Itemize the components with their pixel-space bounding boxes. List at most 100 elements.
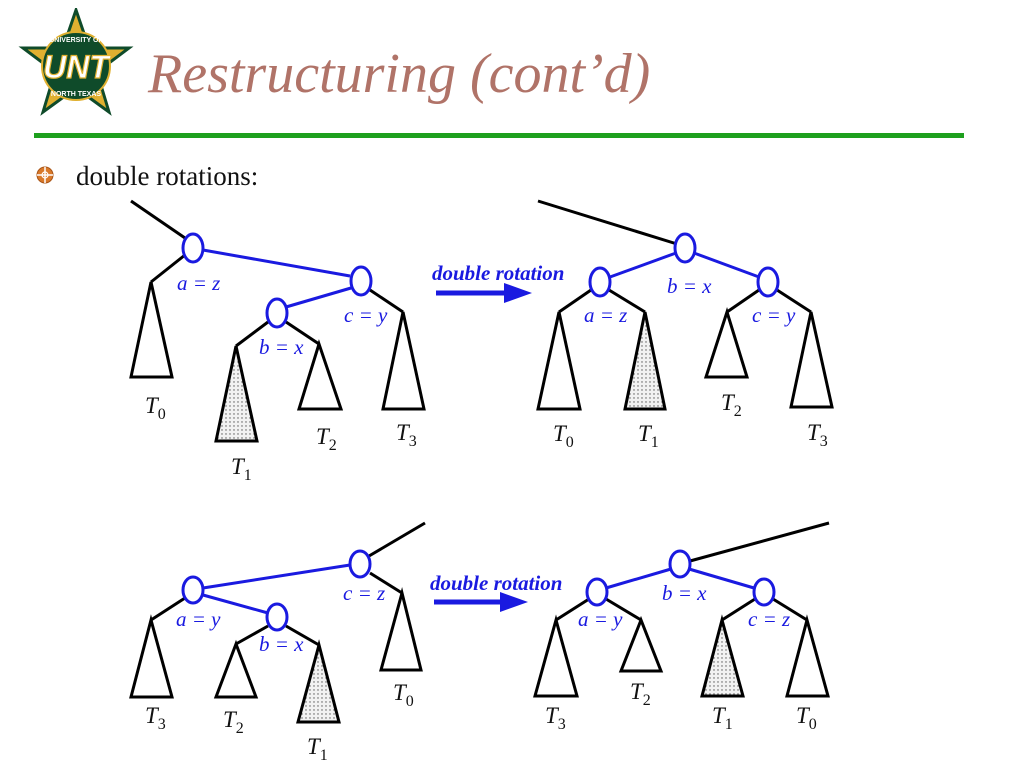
edge-b-a	[609, 251, 677, 279]
label-c: c = z	[748, 607, 790, 631]
diagram2-before: c = z a = y b = x T3 T2 T1 T0	[129, 521, 426, 764]
label-a: a = y	[176, 607, 221, 631]
unt-logo: UNIVERSITY OF UNT NORTH TEXAS	[18, 8, 134, 116]
label-T0: T0	[796, 703, 817, 733]
edge-b-c	[688, 567, 755, 590]
rotation-label-2: double rotation	[430, 571, 562, 595]
edge-a-T3	[150, 596, 186, 622]
node-a	[588, 266, 612, 298]
label-b: b = x	[662, 581, 707, 605]
edge-c-T3	[369, 288, 404, 314]
logo-wordmark: UNT	[43, 49, 111, 85]
rotation-arrow-2: double rotation	[430, 571, 562, 612]
subtree-T0	[785, 614, 830, 698]
label-T0: T0	[393, 680, 414, 710]
label-T1: T1	[307, 734, 328, 764]
subtree-T0	[379, 587, 423, 672]
rotation-label-1: double rotation	[432, 261, 564, 285]
diagram1-before: a = z c = y b = x T0 T1 T2 T3	[129, 199, 426, 484]
parent-edge	[537, 199, 678, 246]
label-b: b = x	[259, 335, 304, 359]
label-T3: T3	[145, 703, 166, 733]
subtree-T3	[789, 311, 834, 409]
label-c: c = z	[343, 581, 385, 605]
node-b	[265, 297, 289, 329]
subtree-T3	[533, 614, 579, 698]
parent-edge	[689, 521, 830, 563]
edge-a-b	[202, 593, 269, 615]
edge-a-c	[202, 248, 351, 278]
label-a: a = z	[177, 271, 220, 295]
subtree-T1	[700, 614, 745, 698]
slide-title: Restructuring (cont’d)	[148, 43, 651, 105]
diagram1-after: b = x a = z c = y T0 T1 T2 T3	[536, 199, 834, 451]
logo-ring	[41, 31, 111, 101]
node-b	[668, 549, 692, 579]
label-a: a = z	[584, 303, 627, 327]
label-b: b = x	[667, 274, 712, 298]
subtree-T2	[703, 307, 750, 379]
edge-a-T0	[558, 288, 592, 314]
edge-b-T2	[285, 320, 320, 346]
subtree-T2	[296, 339, 344, 411]
label-T2: T2	[721, 390, 742, 420]
label-T3: T3	[807, 420, 828, 450]
rotation-arrow-1: double rotation	[432, 261, 564, 303]
label-T1: T1	[638, 421, 659, 451]
edge-b-a	[605, 567, 672, 590]
label-a: a = y	[578, 607, 623, 631]
edge-a-T1	[608, 288, 646, 314]
node-c	[752, 577, 776, 607]
edge-b-T1	[285, 624, 320, 647]
label-T1: T1	[712, 703, 733, 733]
edge-c-b	[285, 286, 352, 309]
node-a	[585, 577, 609, 607]
subtree-T2	[618, 615, 664, 673]
label-T2: T2	[630, 679, 651, 709]
subtree-T3	[381, 311, 426, 411]
node-a	[181, 232, 205, 264]
label-T3: T3	[396, 420, 417, 450]
diagram2-after: b = x a = y c = z T3 T2 T1 T0	[533, 521, 830, 733]
edge-a-T0	[150, 253, 186, 284]
edge-c-T0	[772, 597, 808, 622]
label-c: c = y	[752, 303, 796, 327]
label-b: b = x	[259, 632, 304, 656]
subtree-T2	[213, 639, 259, 699]
node-b	[265, 602, 289, 632]
edge-c-T1	[721, 597, 756, 622]
label-T2: T2	[316, 424, 337, 454]
edge-c-T3	[776, 288, 812, 314]
subtree-T3	[129, 614, 174, 699]
label-c: c = y	[344, 303, 388, 327]
node-c	[756, 266, 780, 298]
title-rule	[34, 133, 964, 138]
bullet-text: double rotations:	[76, 161, 259, 191]
node-c	[348, 549, 372, 579]
label-T0: T0	[553, 421, 574, 451]
subtree-T1	[214, 345, 259, 443]
edge-a-T2	[605, 597, 642, 622]
edge-b-c	[693, 251, 760, 279]
edge-c-T0	[369, 571, 403, 595]
subtree-T1	[296, 639, 341, 724]
subtree-T1	[623, 311, 667, 411]
label-T2: T2	[223, 707, 244, 737]
logo-ring-top: UNIVERSITY OF	[49, 37, 103, 44]
edge-c-T2	[726, 288, 760, 314]
edge-c-a	[202, 563, 351, 590]
edge-a-T3	[555, 597, 590, 622]
node-b	[673, 232, 697, 264]
label-T3: T3	[545, 703, 566, 733]
logo-ring-bottom: NORTH TEXAS	[51, 91, 102, 98]
node-c	[349, 265, 373, 297]
label-T1: T1	[231, 454, 252, 484]
node-a	[181, 575, 205, 605]
edge-b-T2	[235, 624, 269, 646]
parent-edge	[368, 521, 426, 558]
edge-b-T1	[235, 320, 269, 348]
parent-edge	[130, 199, 186, 240]
subtree-T0	[536, 311, 582, 411]
